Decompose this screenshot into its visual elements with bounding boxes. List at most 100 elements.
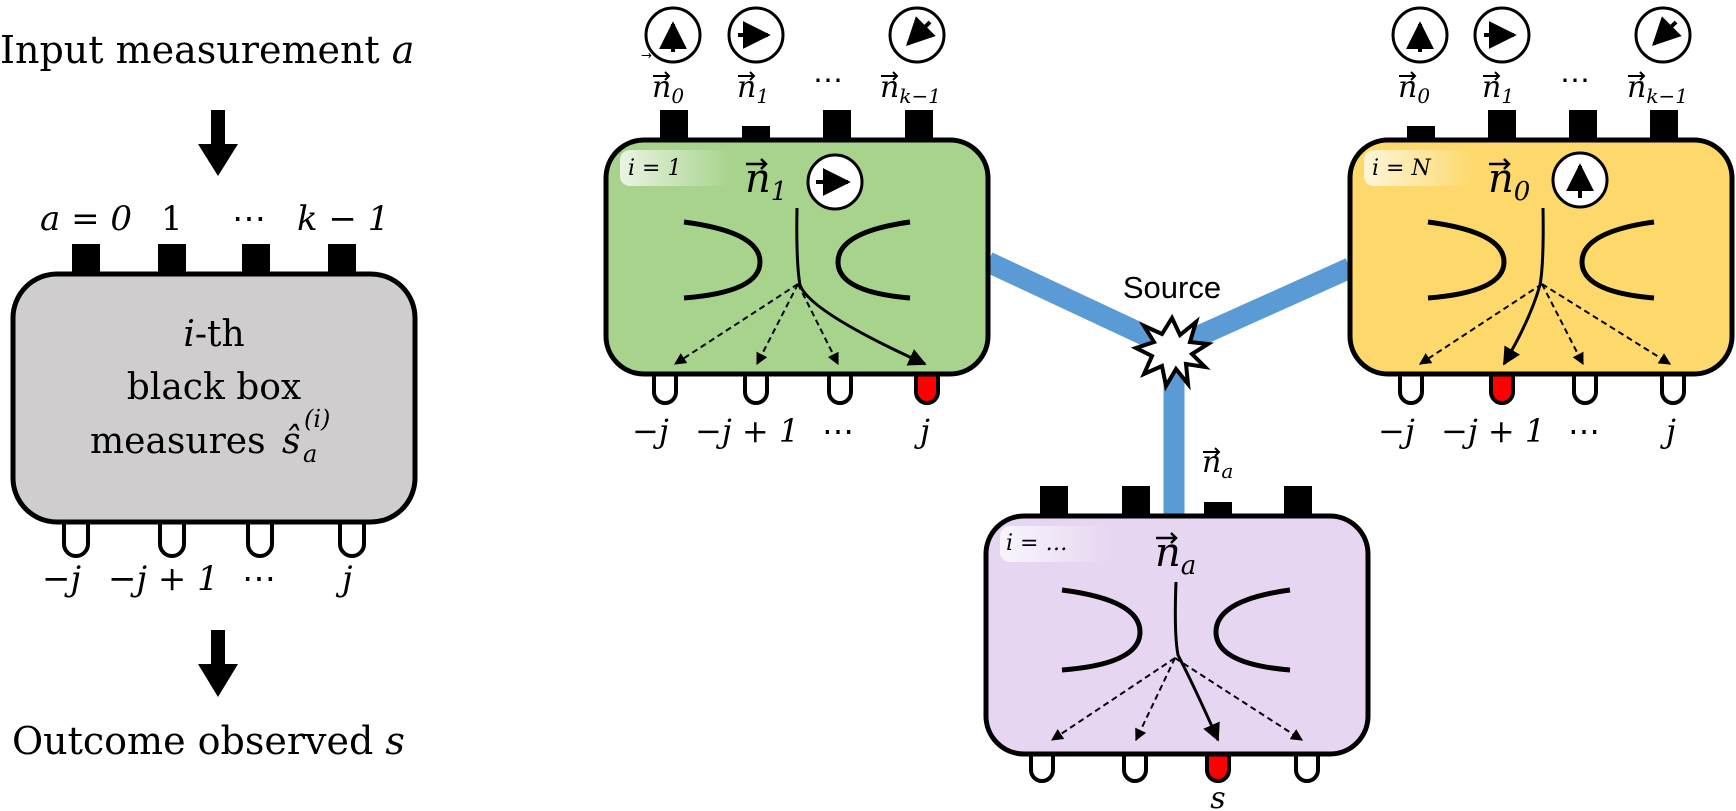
- box-text-line2: black box: [127, 367, 301, 408]
- box-text-line1: i-th: [183, 314, 244, 355]
- operator-subscript: a: [303, 440, 317, 468]
- setting-labels: n0 n1 ⋯ nk−1: [1398, 63, 1688, 108]
- source-label: Source: [1123, 270, 1221, 305]
- box-index-tag: i = …: [1006, 531, 1067, 556]
- output-led: [827, 368, 853, 405]
- output-led: [743, 368, 769, 405]
- input-label-last: k − 1: [297, 199, 389, 239]
- setting-port[interactable]: [1650, 110, 1678, 142]
- yellow-black-box-panel: n0 n1 ⋯ nk−1 i = N n0: [1347, 6, 1735, 450]
- box-index-tag: i = 1: [628, 156, 681, 181]
- output-led: [1398, 368, 1424, 405]
- output-led-lit: [1489, 368, 1515, 405]
- output-led: [158, 516, 186, 558]
- yellow-black-box: [1347, 137, 1735, 377]
- source-burst-icon: [1130, 313, 1214, 392]
- down-left-arrow-icon[interactable]: [1634, 6, 1692, 64]
- generic-black-box: [10, 271, 418, 525]
- output-label-last: j: [335, 559, 353, 599]
- vector-marks: [653, 71, 899, 81]
- input-label-dots: ⋯: [232, 199, 266, 239]
- trajectory-possible: [1418, 283, 1672, 366]
- output-led: [1572, 368, 1598, 405]
- output-led: [338, 516, 366, 558]
- setting-port[interactable]: [660, 110, 688, 142]
- generic-black-box-panel: Input measurement a a = 0 1 ⋯ k − 1 i-th…: [0, 28, 418, 763]
- outcome-observed-label: Outcome observed s: [12, 719, 405, 763]
- setting-label-dots: ⋯: [813, 63, 843, 98]
- up-arrow-icon: [1551, 151, 1609, 209]
- input-measurement-label: Input measurement a: [0, 28, 414, 72]
- input-port[interactable]: [72, 244, 100, 276]
- trajectory-actual: [795, 207, 927, 366]
- beam-to-green: [983, 252, 1177, 358]
- trajectory-possible: [1051, 657, 1304, 742]
- output-led: [1660, 368, 1686, 405]
- input-arrow-icon: [198, 110, 238, 176]
- setting-port[interactable]: [1488, 110, 1516, 142]
- box-index-tag-bg: [620, 150, 730, 186]
- setting-port[interactable]: [1284, 486, 1312, 518]
- trajectory-actual: [1173, 581, 1220, 742]
- right-arrow-icon: [806, 153, 864, 211]
- output-led: [62, 516, 90, 558]
- output-label-first: −j: [42, 559, 81, 599]
- operator-superscript: (i): [304, 405, 330, 433]
- setting-port[interactable]: [823, 110, 851, 142]
- setting-port[interactable]: [1122, 486, 1150, 518]
- purple-black-box-panel: na i = … na s: [983, 445, 1371, 811]
- magnet-pole-left: [1061, 587, 1143, 673]
- magnet-pole-left: [1427, 219, 1507, 301]
- svg-text:⃗: ⃗: [641, 53, 652, 58]
- output-label-second: −j + 1: [695, 412, 799, 450]
- output-label-first: −j: [1378, 412, 1415, 450]
- magnet-pole-right: [1213, 587, 1291, 673]
- direction-vector-mark: [1489, 158, 1511, 170]
- output-arrow-icon: [198, 630, 238, 697]
- setting-port[interactable]: [1569, 110, 1597, 142]
- input-label-first: a = 0: [40, 199, 132, 239]
- magnet-pole-right: [1579, 219, 1655, 301]
- output-label-second: −j + 1: [1441, 412, 1545, 450]
- setting-labels: n0 n1 ⋯ nk−1 ⃗: [641, 53, 941, 108]
- right-arrow-icon[interactable]: [727, 6, 785, 64]
- output-led: [246, 516, 274, 558]
- green-black-box-panel: n0 n1 ⋯ nk−1 ⃗ i = 1 n1: [603, 6, 991, 450]
- up-arrow-icon[interactable]: [1391, 6, 1449, 64]
- operator-symbol: ŝ: [282, 421, 300, 462]
- setting-port[interactable]: [905, 110, 933, 142]
- setting-label-nk: nk−1: [880, 70, 941, 108]
- beam-to-yellow: [1167, 258, 1355, 358]
- output-label-second: −j + 1: [108, 559, 219, 599]
- setting-port[interactable]: [1040, 486, 1068, 518]
- output-label-dots: ⋯: [242, 559, 276, 599]
- direction-vector-mark: [746, 158, 768, 170]
- outcome-label: s: [1210, 781, 1225, 811]
- trajectory-possible: [673, 283, 839, 366]
- output-label-first: −j: [632, 412, 669, 450]
- magnet-pole-right: [835, 219, 911, 301]
- output-label-dots: ⋯: [1568, 412, 1600, 450]
- output-led: [652, 368, 678, 405]
- up-arrow-icon[interactable]: [644, 6, 702, 64]
- output-led-lit: [914, 368, 940, 405]
- input-port[interactable]: [242, 244, 270, 276]
- box-index-tag: i = N: [1372, 156, 1431, 181]
- right-arrow-icon[interactable]: [1473, 6, 1531, 64]
- box-index-tag-bg: [1000, 526, 1112, 562]
- direction-vector-mark: [1156, 532, 1178, 544]
- input-label-second: 1: [161, 199, 183, 239]
- vector-marks: [1203, 447, 1221, 457]
- box-index-tag-bg: [1364, 150, 1474, 186]
- setting-label-dots: ⋯: [1560, 63, 1590, 98]
- output-label-last: j: [1660, 412, 1676, 450]
- input-port[interactable]: [158, 244, 186, 276]
- box-text-line3: measures: [90, 421, 266, 462]
- output-label-dots: ⋯: [822, 412, 854, 450]
- vector-marks: [1399, 71, 1646, 81]
- magnet-pole-left: [683, 219, 763, 301]
- output-label-last: j: [914, 412, 930, 450]
- down-left-arrow-icon[interactable]: [888, 6, 946, 64]
- input-port[interactable]: [328, 244, 356, 276]
